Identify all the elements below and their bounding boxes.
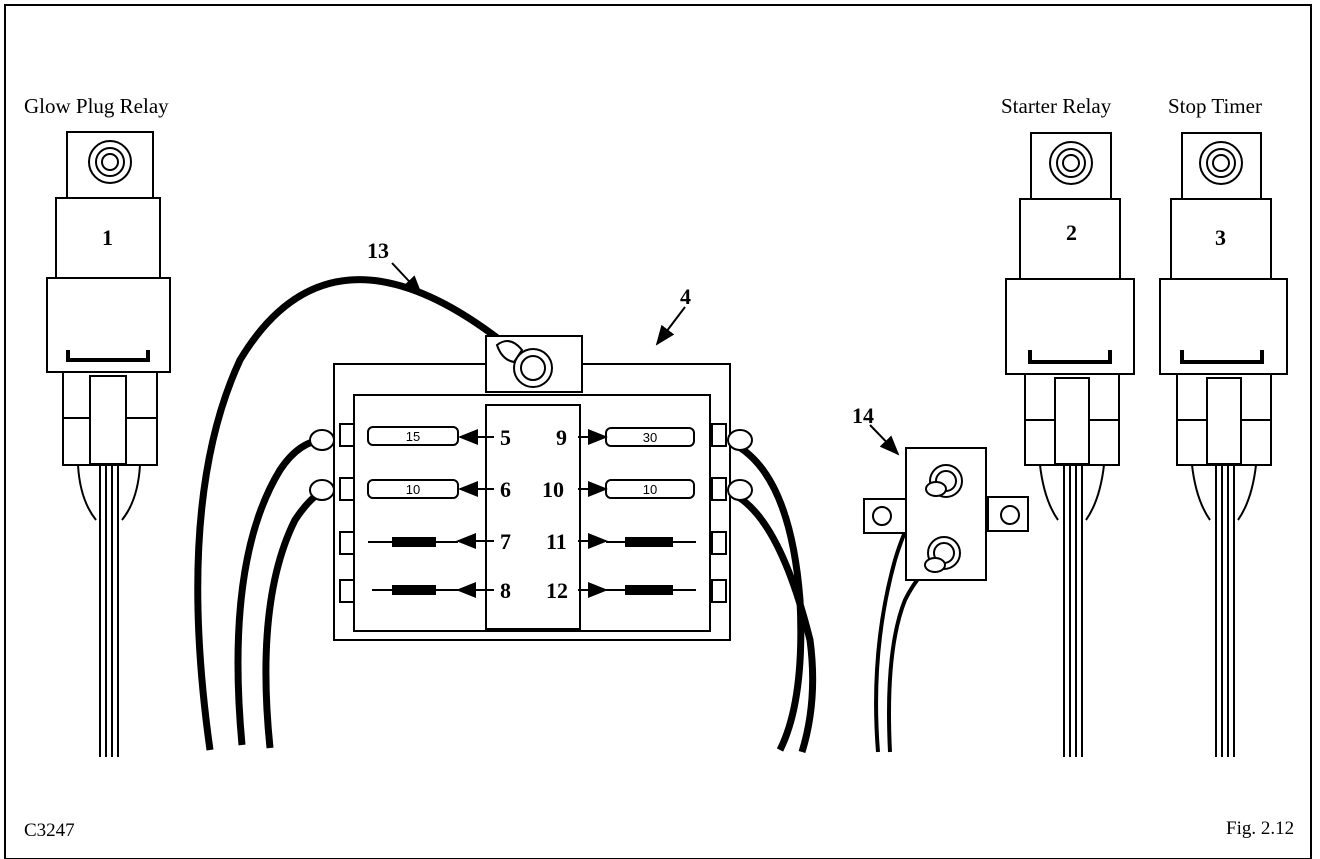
callout-13-arrow (391, 262, 423, 296)
glow-plug-relay (46, 131, 171, 757)
glow-plug-relay-label: Glow Plug Relay (24, 94, 169, 118)
callout-5: 5 (500, 425, 511, 450)
callout-1: 1 (102, 225, 113, 250)
starter-relay (1005, 132, 1135, 757)
fuse-10-rating: 10 (643, 482, 657, 497)
callout-9: 9 (556, 425, 567, 450)
callout-8: 8 (500, 578, 511, 603)
callout-6: 6 (500, 477, 511, 502)
fuse-6-rating: 10 (406, 482, 420, 497)
stop-timer-relay (1159, 132, 1288, 757)
fuse-5-rating: 15 (406, 429, 420, 444)
callout-3: 3 (1215, 225, 1226, 250)
callout-4-arrow (655, 306, 686, 346)
terminal-block (863, 447, 1029, 581)
callout-14: 14 (852, 403, 874, 428)
callout-11: 11 (546, 529, 567, 554)
fuse-box (309, 335, 753, 641)
starter-relay-label: Starter Relay (1001, 94, 1112, 118)
callout-14-arrow (869, 424, 900, 456)
harness-cables (194, 276, 939, 754)
callout-12: 12 (546, 578, 568, 603)
fuse-9-rating: 30 (643, 430, 657, 445)
callout-13: 13 (367, 238, 389, 263)
stop-timer-label: Stop Timer (1168, 94, 1262, 118)
callout-10: 10 (542, 477, 564, 502)
drawing-code: C3247 (24, 820, 75, 841)
figure-number: Fig. 2.12 (1226, 818, 1295, 839)
callout-7: 7 (500, 529, 511, 554)
callout-2: 2 (1066, 220, 1077, 245)
callout-4: 4 (680, 284, 691, 309)
